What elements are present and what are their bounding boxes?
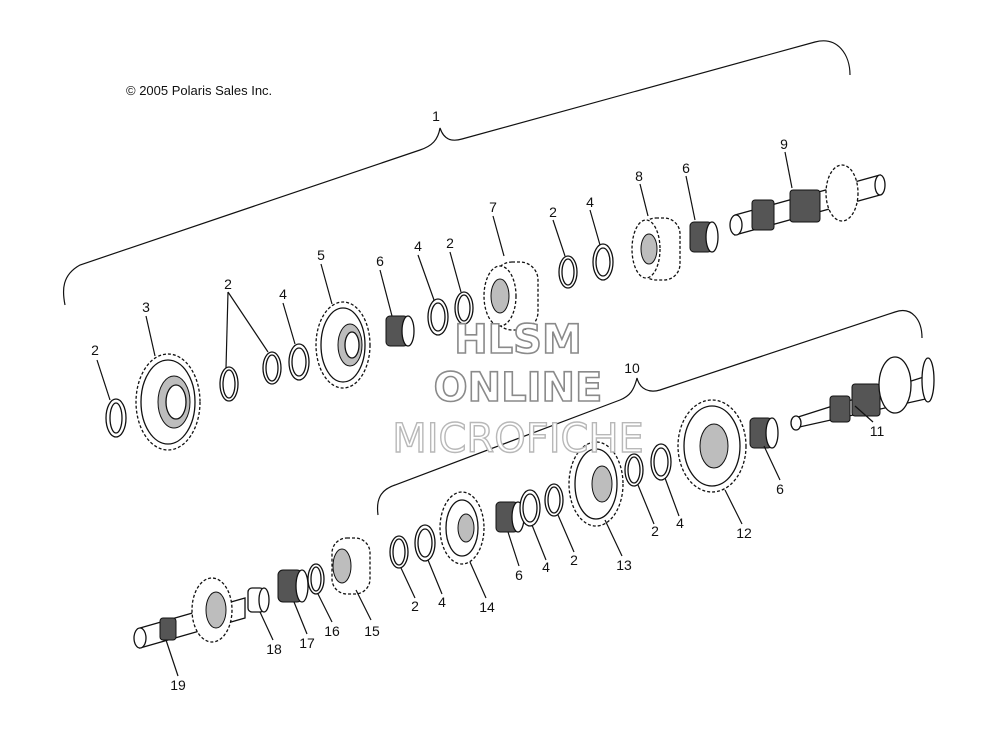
callout-label: 11 [870,423,885,439]
callout-label: 3 [142,299,150,315]
thrust-washer-part [519,489,541,527]
gear-8-part [631,217,681,281]
gear-7-part [483,261,539,331]
callout-label: 2 [91,342,99,358]
callout-label: 2 [549,204,557,220]
callout-label: 6 [376,253,384,269]
callout-label: 2 [224,276,232,292]
callout-label: 9 [780,136,788,152]
callout-label: 6 [682,160,690,176]
watermark-line-3: MICROFICHE [392,416,644,462]
thrust-washer-part [414,524,436,562]
thrust-washer-part [650,443,672,481]
watermark-line-2: ONLINE [434,365,603,411]
callout-label: 13 [616,557,632,573]
thrust-washer-part [592,243,614,281]
callout-label: 6 [515,567,523,583]
callout-label: 10 [624,360,640,376]
gear-14-part [439,491,485,565]
callout-label: 1 [432,108,440,124]
thrust-washer-part [427,298,449,336]
callout-label: 15 [364,623,380,639]
snap-ring-part [105,398,127,438]
callout-label: 19 [170,677,186,693]
bushing-18-part [247,587,270,613]
mainshaft-9-part [729,164,886,236]
leader-lines [96,151,874,677]
callout-label: 2 [446,235,454,251]
assembly-10-brace [376,310,923,516]
snap-ring-part [624,453,644,487]
callout-label: 16 [324,623,340,639]
snap-ring-part [544,483,564,517]
needle-bearing-part [689,221,719,253]
bearing-17-part [277,569,309,603]
callout-label: 4 [438,594,446,610]
gear-15-part [331,537,371,595]
snap-ring-part [219,366,239,402]
copyright-text: © 2005 Polaris Sales Inc. [126,83,272,98]
gear-13-part [568,441,624,527]
callout-label: 4 [676,515,684,531]
assembly-1-brace [62,40,851,306]
snap-ring-part [454,291,474,325]
callout-label: 4 [542,559,550,575]
callout-label: 2 [411,598,419,614]
callout-label: 12 [736,525,752,541]
callout-label: 18 [266,641,282,657]
gear-3-part [135,353,201,451]
countershaft-19-part [133,577,246,649]
callout-label: 4 [279,286,287,302]
gear-12-part [677,399,747,493]
watermark-line-1: HLSM [454,317,582,363]
callout-label: 4 [414,238,422,254]
needle-bearing-part [385,315,415,347]
watermark: HLSM ONLINE MICROFICHE [391,316,644,463]
thrust-washer-part [288,343,310,381]
callout-label: 17 [299,635,315,651]
callout-label: 14 [479,599,495,615]
output-shaft-11-part [790,356,935,431]
snap-ring-part [389,535,409,569]
snap-ring-16-part [307,563,325,595]
callout-label: 5 [317,247,325,263]
gear-5-part [315,301,371,389]
snap-ring-part [558,255,578,289]
callout-label: 2 [570,552,578,568]
callout-label: 8 [635,168,643,184]
snap-ring-part [262,351,282,385]
callout-label: 2 [651,523,659,539]
callout-labels: 1 2 3 2 4 5 6 4 2 7 2 4 8 6 9 10 11 6 12… [91,108,884,693]
callout-label: 6 [776,481,784,497]
callout-label: 7 [489,199,497,215]
needle-bearing-part [749,417,779,449]
callout-label: 4 [586,194,594,210]
